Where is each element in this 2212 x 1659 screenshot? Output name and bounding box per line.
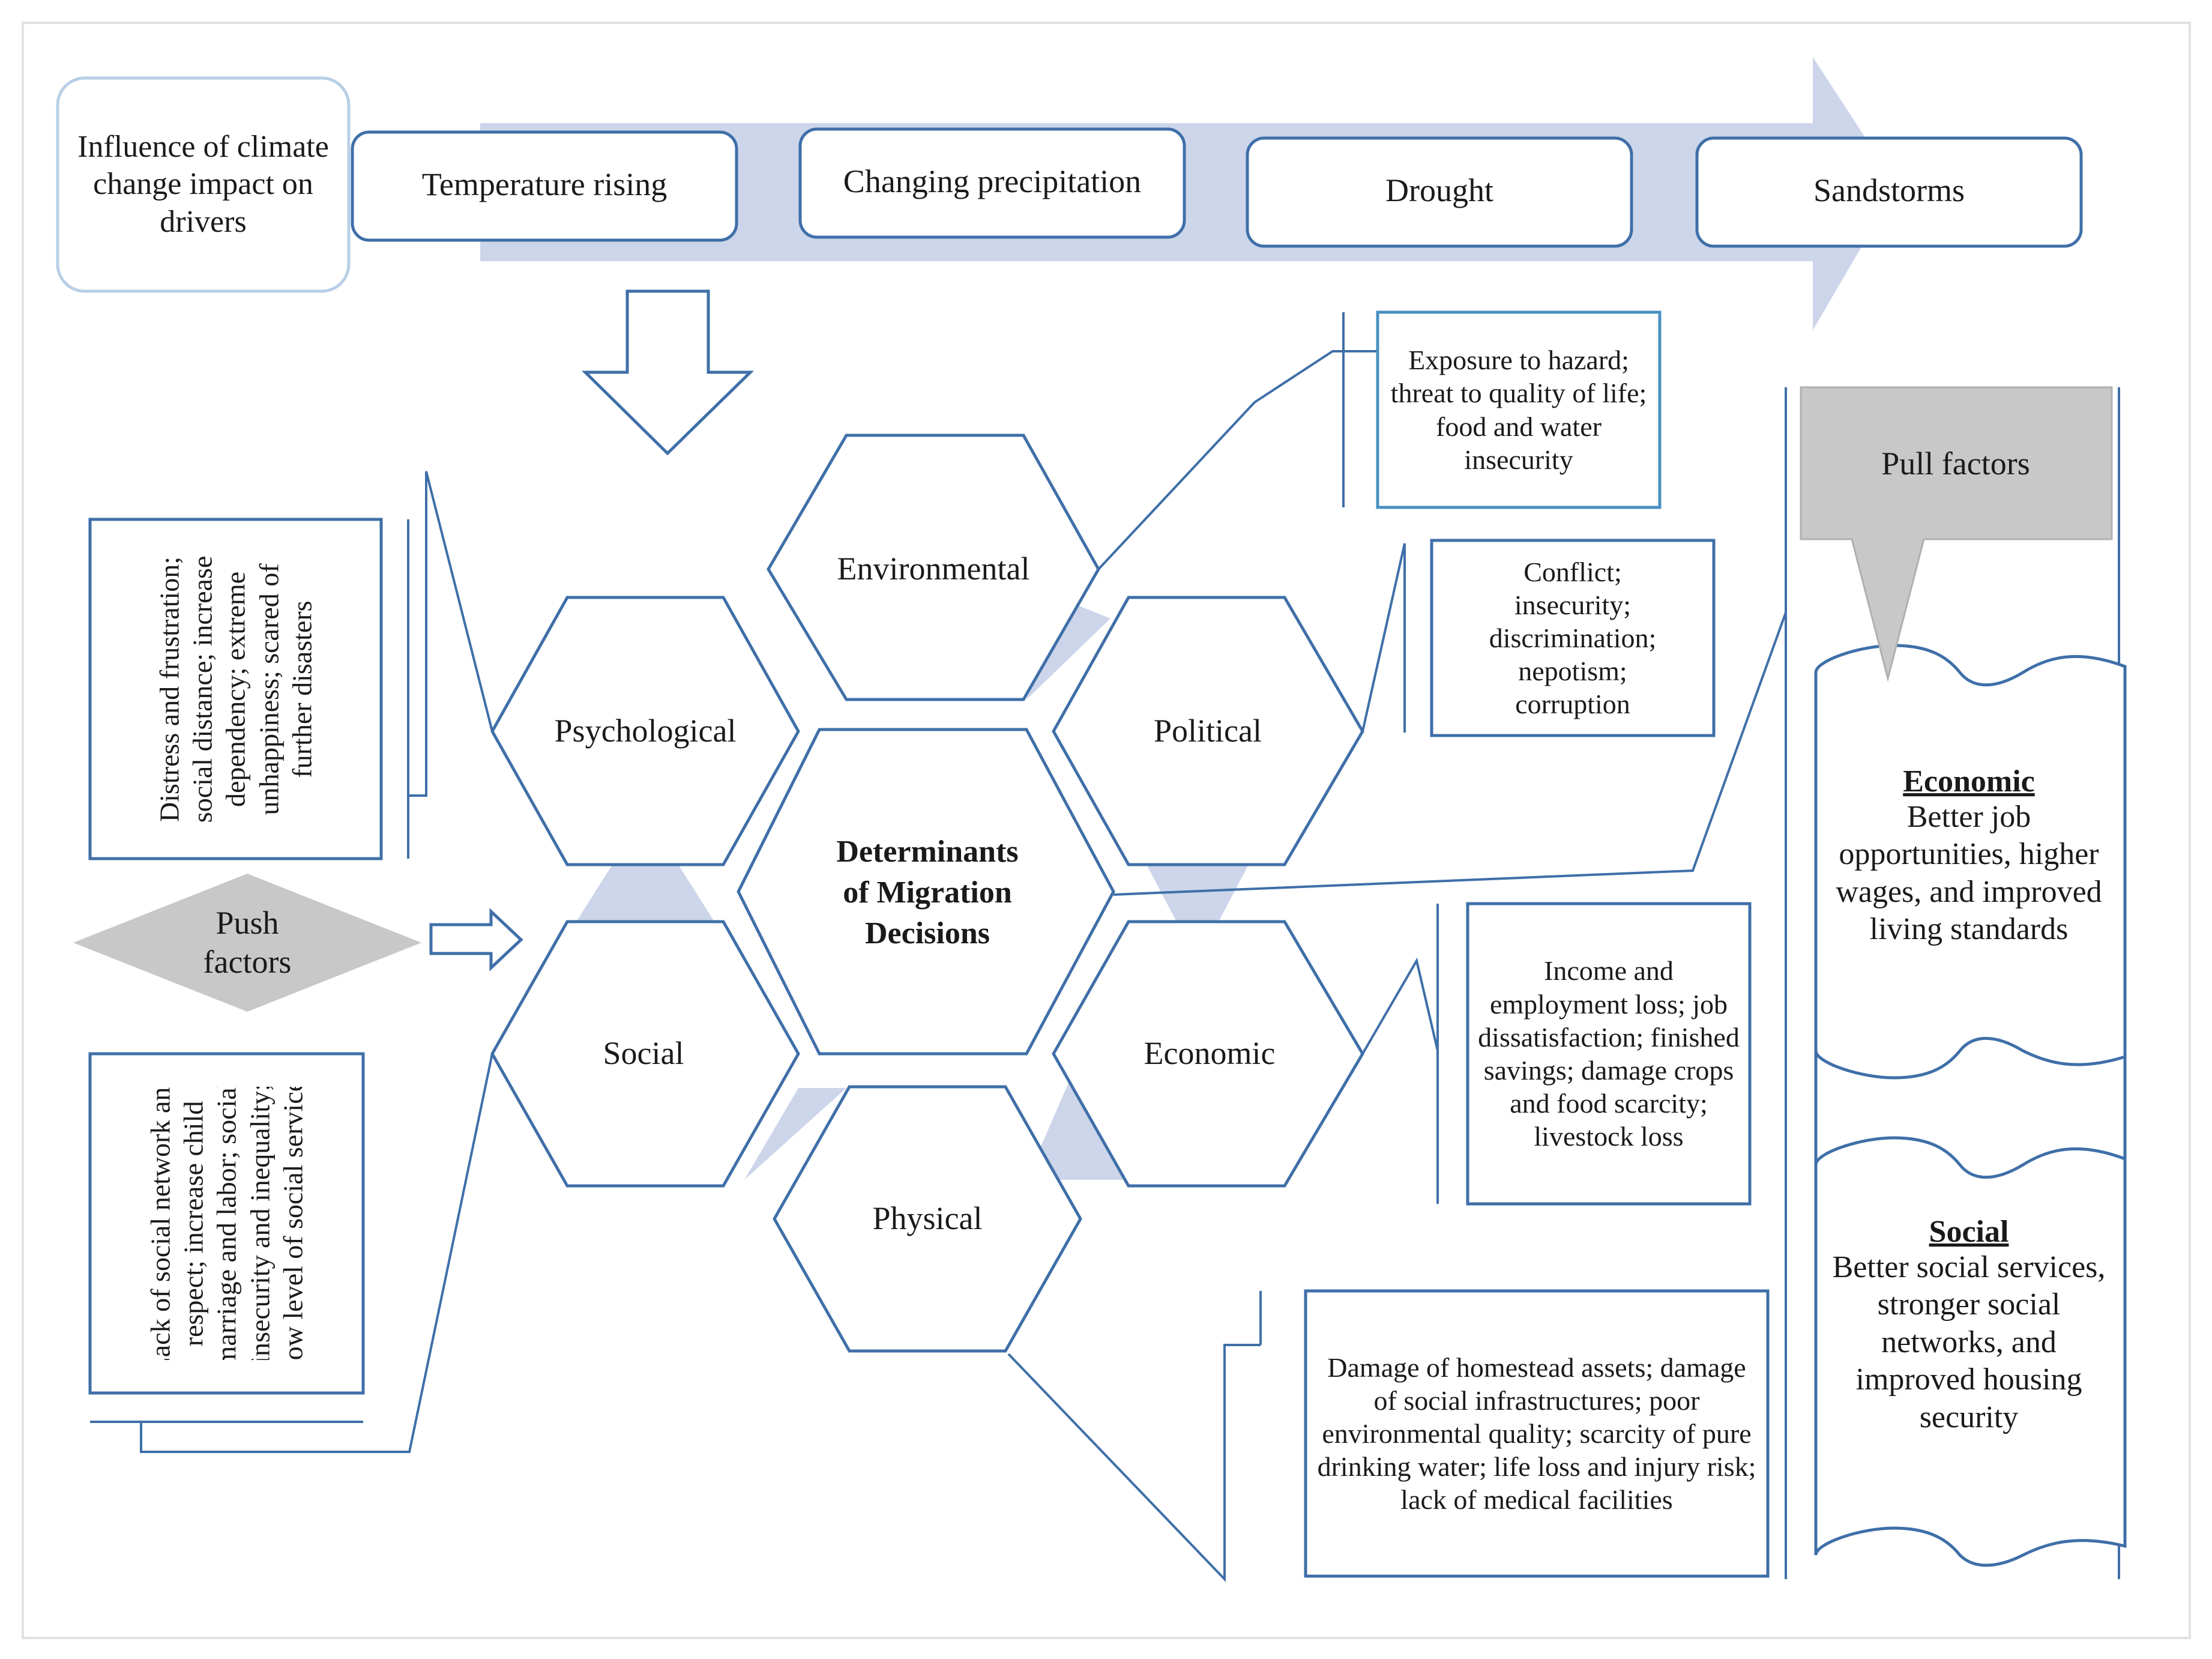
- hexagon-environmental: [767, 434, 1100, 701]
- callout-psychological-text: Distress and frustration; social distanc…: [154, 555, 318, 822]
- callout-social-text: Lack of social network and respect; incr…: [145, 1087, 309, 1360]
- callout-psychological: [88, 518, 383, 860]
- line-environmental-callout: [1097, 350, 1378, 570]
- driver-label-sandstorms: Sandstorms: [1813, 172, 1965, 208]
- push-label-line1: Push: [215, 905, 279, 941]
- line-center-pull: [1113, 612, 1787, 896]
- callout-economic: [1466, 902, 1752, 1206]
- callout-environmental-text: Exposure to hazard; threat to quality of…: [1391, 345, 1647, 475]
- line-economic-callout: [1361, 957, 1439, 1055]
- hexagon-center: [737, 728, 1115, 1056]
- hexagon-label-political: Political: [1154, 713, 1262, 749]
- driver-label-precipitation: Changing precipitation: [843, 163, 1141, 199]
- down-arrow-icon: [581, 289, 755, 456]
- callout-social: [88, 1052, 365, 1395]
- connector-lines: [90, 312, 2120, 1582]
- line-social-callout: [140, 1053, 493, 1453]
- hexagon-label-environmental: Environmental: [837, 551, 1030, 587]
- line-physical-callout: [1007, 1344, 1261, 1582]
- driver-box-drought: [1246, 136, 1633, 248]
- callout-economic-text: Income and employment loss; job dissatis…: [1478, 955, 1740, 1152]
- driver-box-temperature: [351, 130, 738, 242]
- connector-pol-eco: [1147, 865, 1249, 922]
- pull-banner: [1814, 644, 2127, 1567]
- hexagon-label-social: Social: [603, 1035, 684, 1071]
- line-psychological-callout: [408, 471, 493, 797]
- center-title-line2: of Migration: [843, 875, 1012, 910]
- push-arrow-icon: [429, 908, 523, 972]
- connector-phy-eco: [1026, 1069, 1132, 1180]
- hexagon-political: [1052, 596, 1364, 866]
- pull-banner-divider-1: [1814, 1036, 2126, 1080]
- hexagon-label-economic: Economic: [1144, 1035, 1276, 1071]
- drivers-heading-box: [56, 76, 351, 293]
- drivers-heading: Influence of climate change impact on dr…: [77, 130, 329, 239]
- driver-box-sandstorms: [1695, 136, 2083, 248]
- callout-political: [1430, 539, 1716, 737]
- push-label-line2: factors: [203, 944, 292, 980]
- pull-social-text: Better social services, stronger social …: [1833, 1250, 2106, 1434]
- pull-banner-divider-2: [1814, 1136, 2126, 1179]
- hexagon-label-psychological: Psychological: [555, 713, 737, 749]
- driver-label-drought: Drought: [1385, 172, 1493, 208]
- center-title-line3: Decisions: [865, 916, 990, 950]
- figure-frame: [22, 22, 2191, 1639]
- connector-soc-phy: [744, 1088, 846, 1180]
- driver-label-temperature: Temperature rising: [422, 166, 668, 202]
- callout-political-text: Conflict; insecurity; discrimination; ne…: [1489, 557, 1657, 720]
- callout-environmental: [1376, 310, 1662, 509]
- callout-physical-text: Damage of homestead assets; damage of so…: [1318, 1352, 1756, 1515]
- hexagon-economic: [1052, 920, 1364, 1188]
- callout-physical: [1304, 1289, 1770, 1578]
- connector-psy-soc: [576, 865, 714, 922]
- center-title-line1: Determinants: [836, 835, 1018, 869]
- hexagon-physical: [773, 1085, 1082, 1353]
- connector-env-pol: [1026, 600, 1111, 700]
- driver-box-precipitation: [798, 127, 1186, 239]
- pull-factors-callout: [1800, 386, 2113, 682]
- pull-economic-heading: Economic: [1903, 764, 2035, 799]
- drivers-arrow: [480, 57, 1897, 330]
- hexagon-label-physical: Physical: [873, 1200, 983, 1236]
- pull-economic-text: Better job opportunities, higher wages, …: [1836, 800, 2102, 946]
- line-political-callout: [1361, 543, 1406, 732]
- push-factors-diamond: [73, 874, 421, 1012]
- pull-title: Pull factors: [1881, 446, 2030, 482]
- pull-social-heading: Social: [1929, 1215, 2009, 1249]
